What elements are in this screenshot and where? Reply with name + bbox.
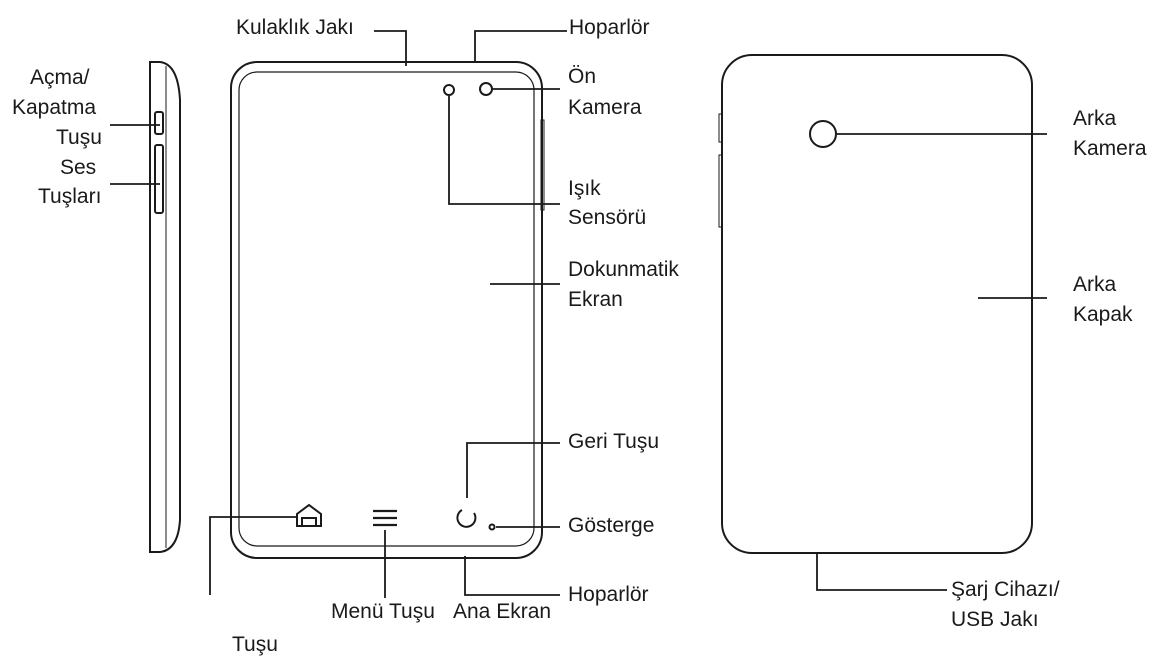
front-camera [479, 82, 493, 96]
label-headphone-jack: Kulaklık Jakı [236, 16, 354, 39]
light-sensor [443, 84, 455, 96]
label-back-key: Geri Tuşu [568, 430, 660, 453]
label-back-cover-1: Arka [1073, 273, 1117, 296]
screen-border [238, 71, 535, 547]
leader-speaker-top [474, 30, 567, 62]
label-touch-screen-1: Dokunmatik [568, 258, 679, 281]
label-front-camera-2: Kamera [568, 96, 642, 119]
label-speaker-bottom: Hoparlör [568, 583, 649, 606]
label-home-key-2: Tuşu [232, 633, 278, 656]
label-touch-screen-2: Ekran [568, 288, 623, 311]
label-speaker-top: Hoparlör [569, 16, 650, 39]
label-front-camera-1: Ön [568, 65, 597, 88]
leader-charger-usb [816, 553, 947, 591]
label-light-sensor-1: Işık [568, 177, 601, 200]
front-view [230, 61, 545, 559]
leader-lines [110, 30, 1047, 598]
leader-light-sensor [448, 96, 560, 205]
label-indicator: Gösterge [568, 514, 655, 537]
leader-speaker-bottom [464, 556, 560, 596]
label-charger-usb-2: USB Jakı [951, 608, 1039, 631]
label-power-key-1: Açma/ [30, 66, 90, 89]
back-body [721, 54, 1033, 554]
home-icon [296, 503, 322, 527]
leader-home-key [209, 516, 297, 595]
volume-keys-side [154, 144, 164, 214]
label-volume-keys-1: Ses [60, 156, 97, 179]
leader-headphone-jack [374, 30, 407, 66]
label-rear-camera-1: Arka [1073, 107, 1117, 130]
label-power-key-3: Tuşu [56, 126, 102, 149]
label-menu-key: Menü Tuşu [331, 600, 435, 623]
indicator-led [488, 523, 496, 531]
leader-back-key [466, 442, 560, 498]
label-charger-usb-1: Şarj Cihazı/ [951, 578, 1060, 601]
back-view [718, 54, 1033, 554]
label-volume-keys-2: Tuşları [38, 185, 102, 208]
front-body [230, 61, 543, 559]
label-home-key-1: Ana Ekran [453, 600, 552, 623]
menu-icon [373, 509, 397, 527]
label-light-sensor-2: Sensörü [568, 206, 647, 229]
label-power-key-2: Kapatma [12, 96, 97, 119]
label-back-cover-2: Kapak [1073, 303, 1133, 326]
rear-camera [809, 120, 837, 148]
label-rear-camera-2: Kamera [1073, 137, 1147, 160]
back-icon [456, 509, 477, 528]
side-view-body [149, 61, 181, 553]
power-key-side [154, 111, 164, 135]
side-view [149, 61, 181, 553]
